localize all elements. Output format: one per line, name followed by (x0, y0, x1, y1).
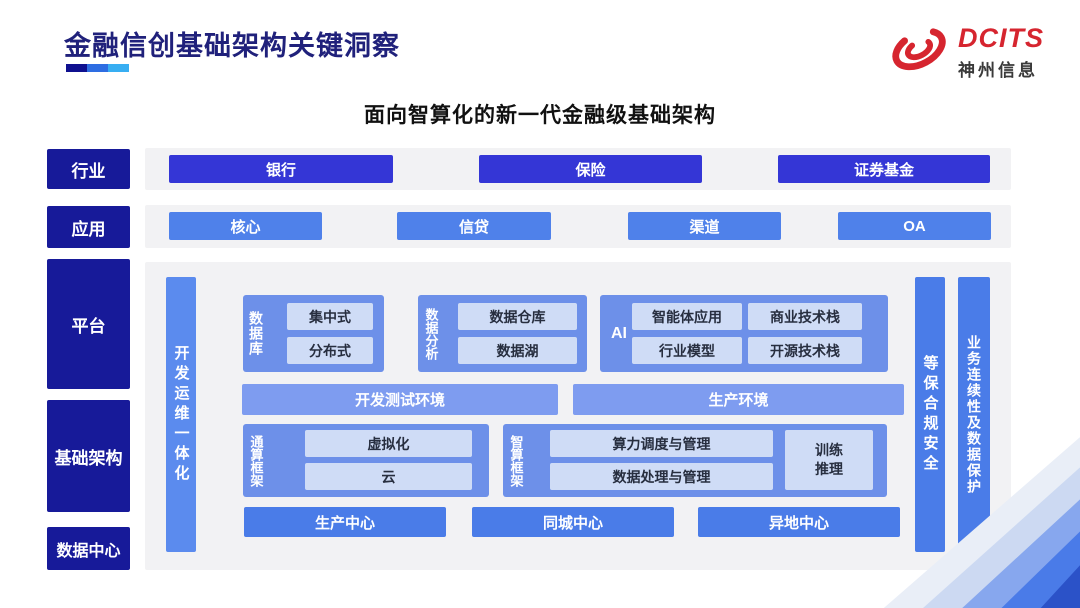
security-compliance-bar: 等保合规安全 (915, 277, 945, 552)
application-band: 核心 信贷 渠道 OA (145, 205, 1011, 248)
database-group: 数据库 集中式 分布式 (243, 295, 384, 372)
ai-compute-group: 智算框架 算力调度与管理 数据处理与管理 训练推理 (503, 424, 887, 497)
title-underline (66, 64, 129, 72)
row-label-datacenter: 数据中心 (47, 527, 130, 570)
ai-compute-item-scheduling: 算力调度与管理 (550, 430, 773, 457)
general-item-cloud: 云 (305, 463, 472, 490)
database-group-label: 数据库 (248, 311, 264, 356)
diagram-title: 面向智算化的新一代金融级基础架构 (364, 104, 716, 127)
row-label-platform: 平台 (47, 259, 130, 389)
general-compute-label: 通算框架 (248, 434, 264, 487)
platform-panel: 开发运维一体化 等保合规安全 业务连续性及数据保护 数据库 集中式 分布式 数据… (145, 262, 1011, 570)
title-underline-segment (66, 64, 87, 72)
center-remote: 异地中心 (698, 507, 900, 537)
database-item-distributed: 分布式 (287, 337, 373, 364)
dcits-swirl-icon (888, 20, 950, 83)
ai-item-open-source: 开源技术栈 (748, 337, 862, 364)
env-dev-test: 开发测试环境 (242, 384, 558, 415)
ai-item-agent-apps: 智能体应用 (632, 303, 742, 330)
database-item-centralized: 集中式 (287, 303, 373, 330)
industry-band: 银行 保险 证券基金 (145, 148, 1011, 190)
center-production: 生产中心 (244, 507, 446, 537)
application-item-oa: OA (838, 212, 991, 240)
logo-brand-text: DCITS (958, 22, 1044, 53)
row-label-application: 应用 (47, 206, 130, 248)
ai-item-industry-model: 行业模型 (632, 337, 742, 364)
analytics-item-lake: 数据湖 (458, 337, 577, 364)
env-production: 生产环境 (573, 384, 904, 415)
application-item-credit: 信贷 (397, 212, 551, 240)
ai-group: AI 智能体应用 商业技术栈 行业模型 开源技术栈 (600, 295, 888, 372)
logo-company-text: 神州信息 (958, 60, 1038, 80)
ai-compute-label: 智算框架 (508, 434, 524, 487)
devops-bar: 开发运维一体化 (166, 277, 196, 552)
ai-compute-item-data-mgmt: 数据处理与管理 (550, 463, 773, 490)
general-item-virtualization: 虚拟化 (305, 430, 472, 457)
center-same-city: 同城中心 (472, 507, 674, 537)
analytics-item-warehouse: 数据仓库 (458, 303, 577, 330)
industry-item-bank: 银行 (169, 155, 393, 183)
analytics-group-label: 数据分析 (423, 307, 439, 360)
page-title: 金融信创基础架构关键洞察 (64, 31, 400, 61)
application-item-channel: 渠道 (628, 212, 781, 240)
row-label-industry: 行业 (47, 149, 130, 189)
analytics-group: 数据分析 数据仓库 数据湖 (418, 295, 587, 372)
title-underline-segment (108, 64, 129, 72)
company-logo: DCITS 神州信息 (888, 20, 1044, 83)
row-label-infrastructure: 基础架构 (47, 400, 130, 512)
ai-group-label: AI (611, 324, 627, 342)
application-item-core: 核心 (169, 212, 322, 240)
ai-compute-item-training-inference: 训练推理 (785, 430, 873, 490)
business-continuity-bar: 业务连续性及数据保护 (958, 277, 990, 552)
industry-item-securities: 证券基金 (778, 155, 990, 183)
title-underline-segment (87, 64, 108, 72)
industry-item-insurance: 保险 (479, 155, 702, 183)
general-compute-group: 通算框架 虚拟化 云 (243, 424, 489, 497)
ai-item-commercial: 商业技术栈 (748, 303, 862, 330)
